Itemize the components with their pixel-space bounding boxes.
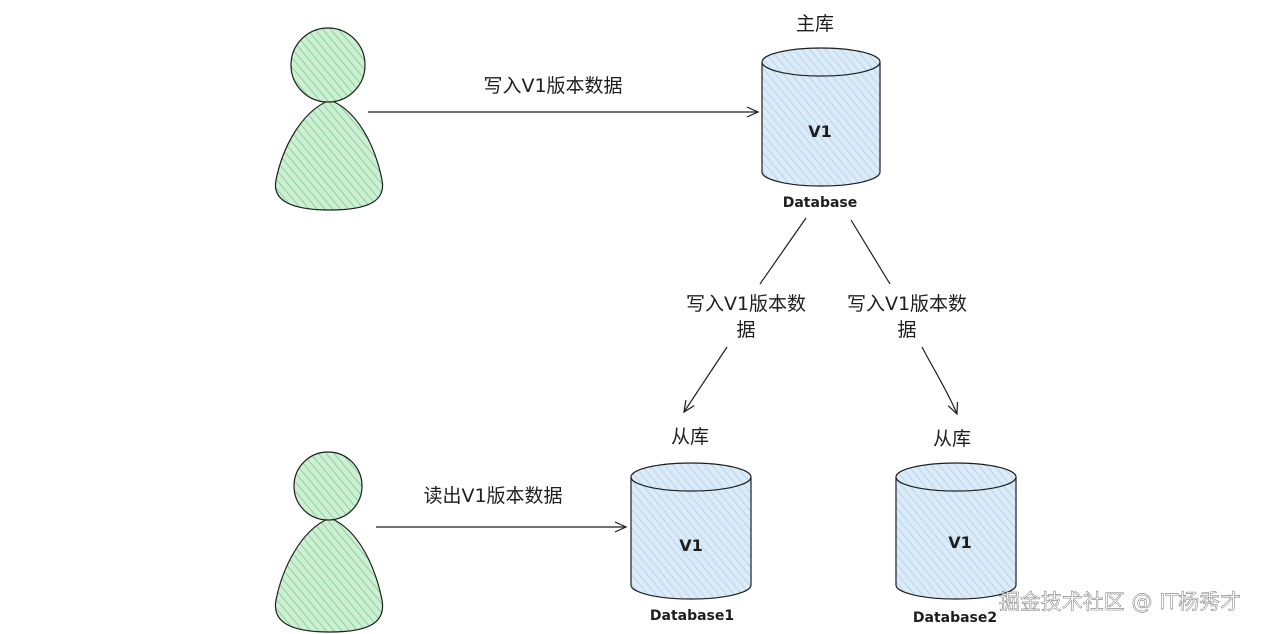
- master-title: 主库: [796, 13, 834, 35]
- sync-right-label-line1: 写入V1版本数: [847, 293, 967, 315]
- slave1-version-label: V1: [679, 536, 703, 555]
- read-label: 读出V1版本数据: [423, 485, 562, 507]
- slave2-caption: Database2: [913, 610, 997, 626]
- sync-right-line: [850, 219, 891, 285]
- slave1-title: 从库: [671, 426, 709, 448]
- sync-left-label-line2: 据: [736, 319, 755, 341]
- slave1-caption: Database1: [650, 608, 734, 624]
- master-caption: Database: [783, 195, 858, 211]
- slave-database-2: V1: [895, 462, 1017, 600]
- write-label: 写入V1版本数据: [483, 75, 622, 97]
- master-database: V1: [761, 47, 881, 187]
- reader-person-icon: [274, 451, 384, 633]
- slave2-version-label: V1: [948, 533, 972, 552]
- sync-left-label-line1: 写入V1版本数: [686, 293, 806, 315]
- sync-left-line: [759, 217, 807, 285]
- slave-database-1: V1: [630, 462, 752, 600]
- sync-right-arrow: [921, 346, 959, 416]
- sync-right-label-line2: 据: [897, 319, 916, 341]
- watermark-text: 掘金技术社区 @ IT杨秀才: [999, 590, 1241, 614]
- slave2-title: 从库: [933, 428, 971, 450]
- sync-left-arrow: [683, 346, 728, 414]
- writer-person-icon: [274, 27, 384, 211]
- master-version-label: V1: [808, 122, 832, 141]
